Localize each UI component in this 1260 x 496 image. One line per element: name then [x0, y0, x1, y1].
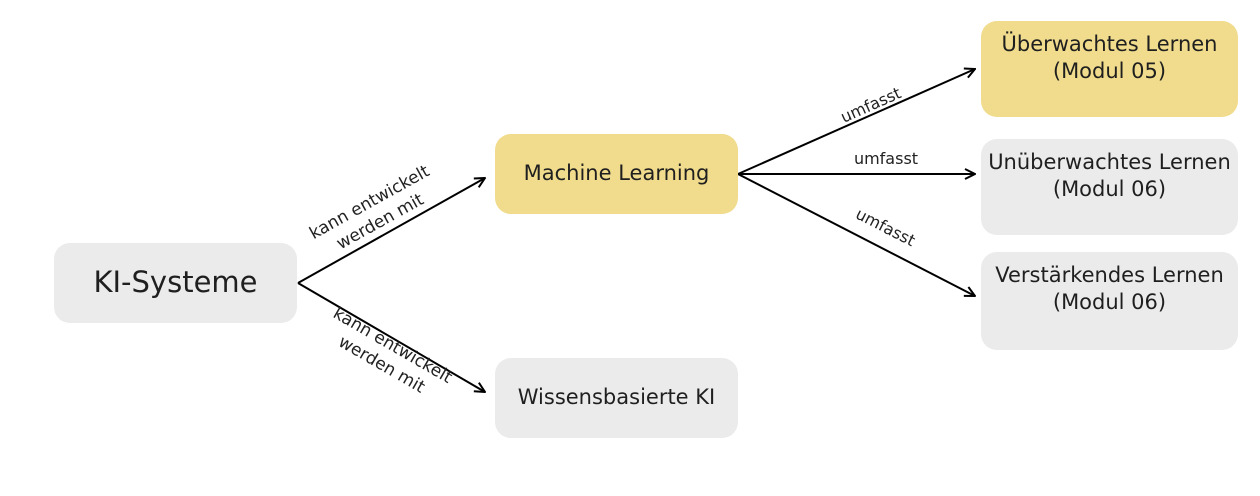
node-machine-learning-label: Machine Learning [523, 161, 710, 186]
node-ki-systeme-label: KI-Systeme [93, 265, 258, 300]
node-unueberwachtes-lernen: Unüberwachtes Lernen (Modul 06) [981, 139, 1238, 235]
edge-ki-to-wissensbasiert [297, 282, 485, 392]
edge-ml-to-verstaerkendes [737, 173, 975, 296]
node-ueberwachtes-lernen: Überwachtes Lernen (Modul 05) [981, 21, 1238, 117]
edge-label-ml-to-verstaerkendes: umfasst [853, 204, 919, 250]
node-wissensbasierte-ki-label: Wissensbasierte KI [517, 385, 716, 410]
node-verstaerkendes-lernen: Verstärkendes Lernen (Modul 06) [981, 252, 1238, 350]
node-ki-systeme: KI-Systeme [54, 243, 297, 323]
node-unueberwachtes-lernen-label: Unüberwachtes Lernen (Modul 06) [988, 150, 1231, 202]
edge-label-ki-to-wissensbasiert: kann entwickelt werden mit [330, 304, 456, 398]
edge-ml-to-ueberwachtes [737, 69, 975, 175]
node-machine-learning: Machine Learning [495, 134, 738, 214]
edge-label-ml-to-ueberwachtes: umfasst [838, 83, 904, 126]
node-verstaerkendes-lernen-label: Verstärkendes Lernen (Modul 06) [995, 263, 1224, 315]
edge-label-ml-to-unueberwachtes: umfasst [854, 149, 918, 168]
node-wissensbasierte-ki: Wissensbasierte KI [495, 358, 738, 438]
edge-ki-to-ml [297, 178, 485, 284]
node-ueberwachtes-lernen-label: Überwachtes Lernen (Modul 05) [1001, 32, 1218, 84]
